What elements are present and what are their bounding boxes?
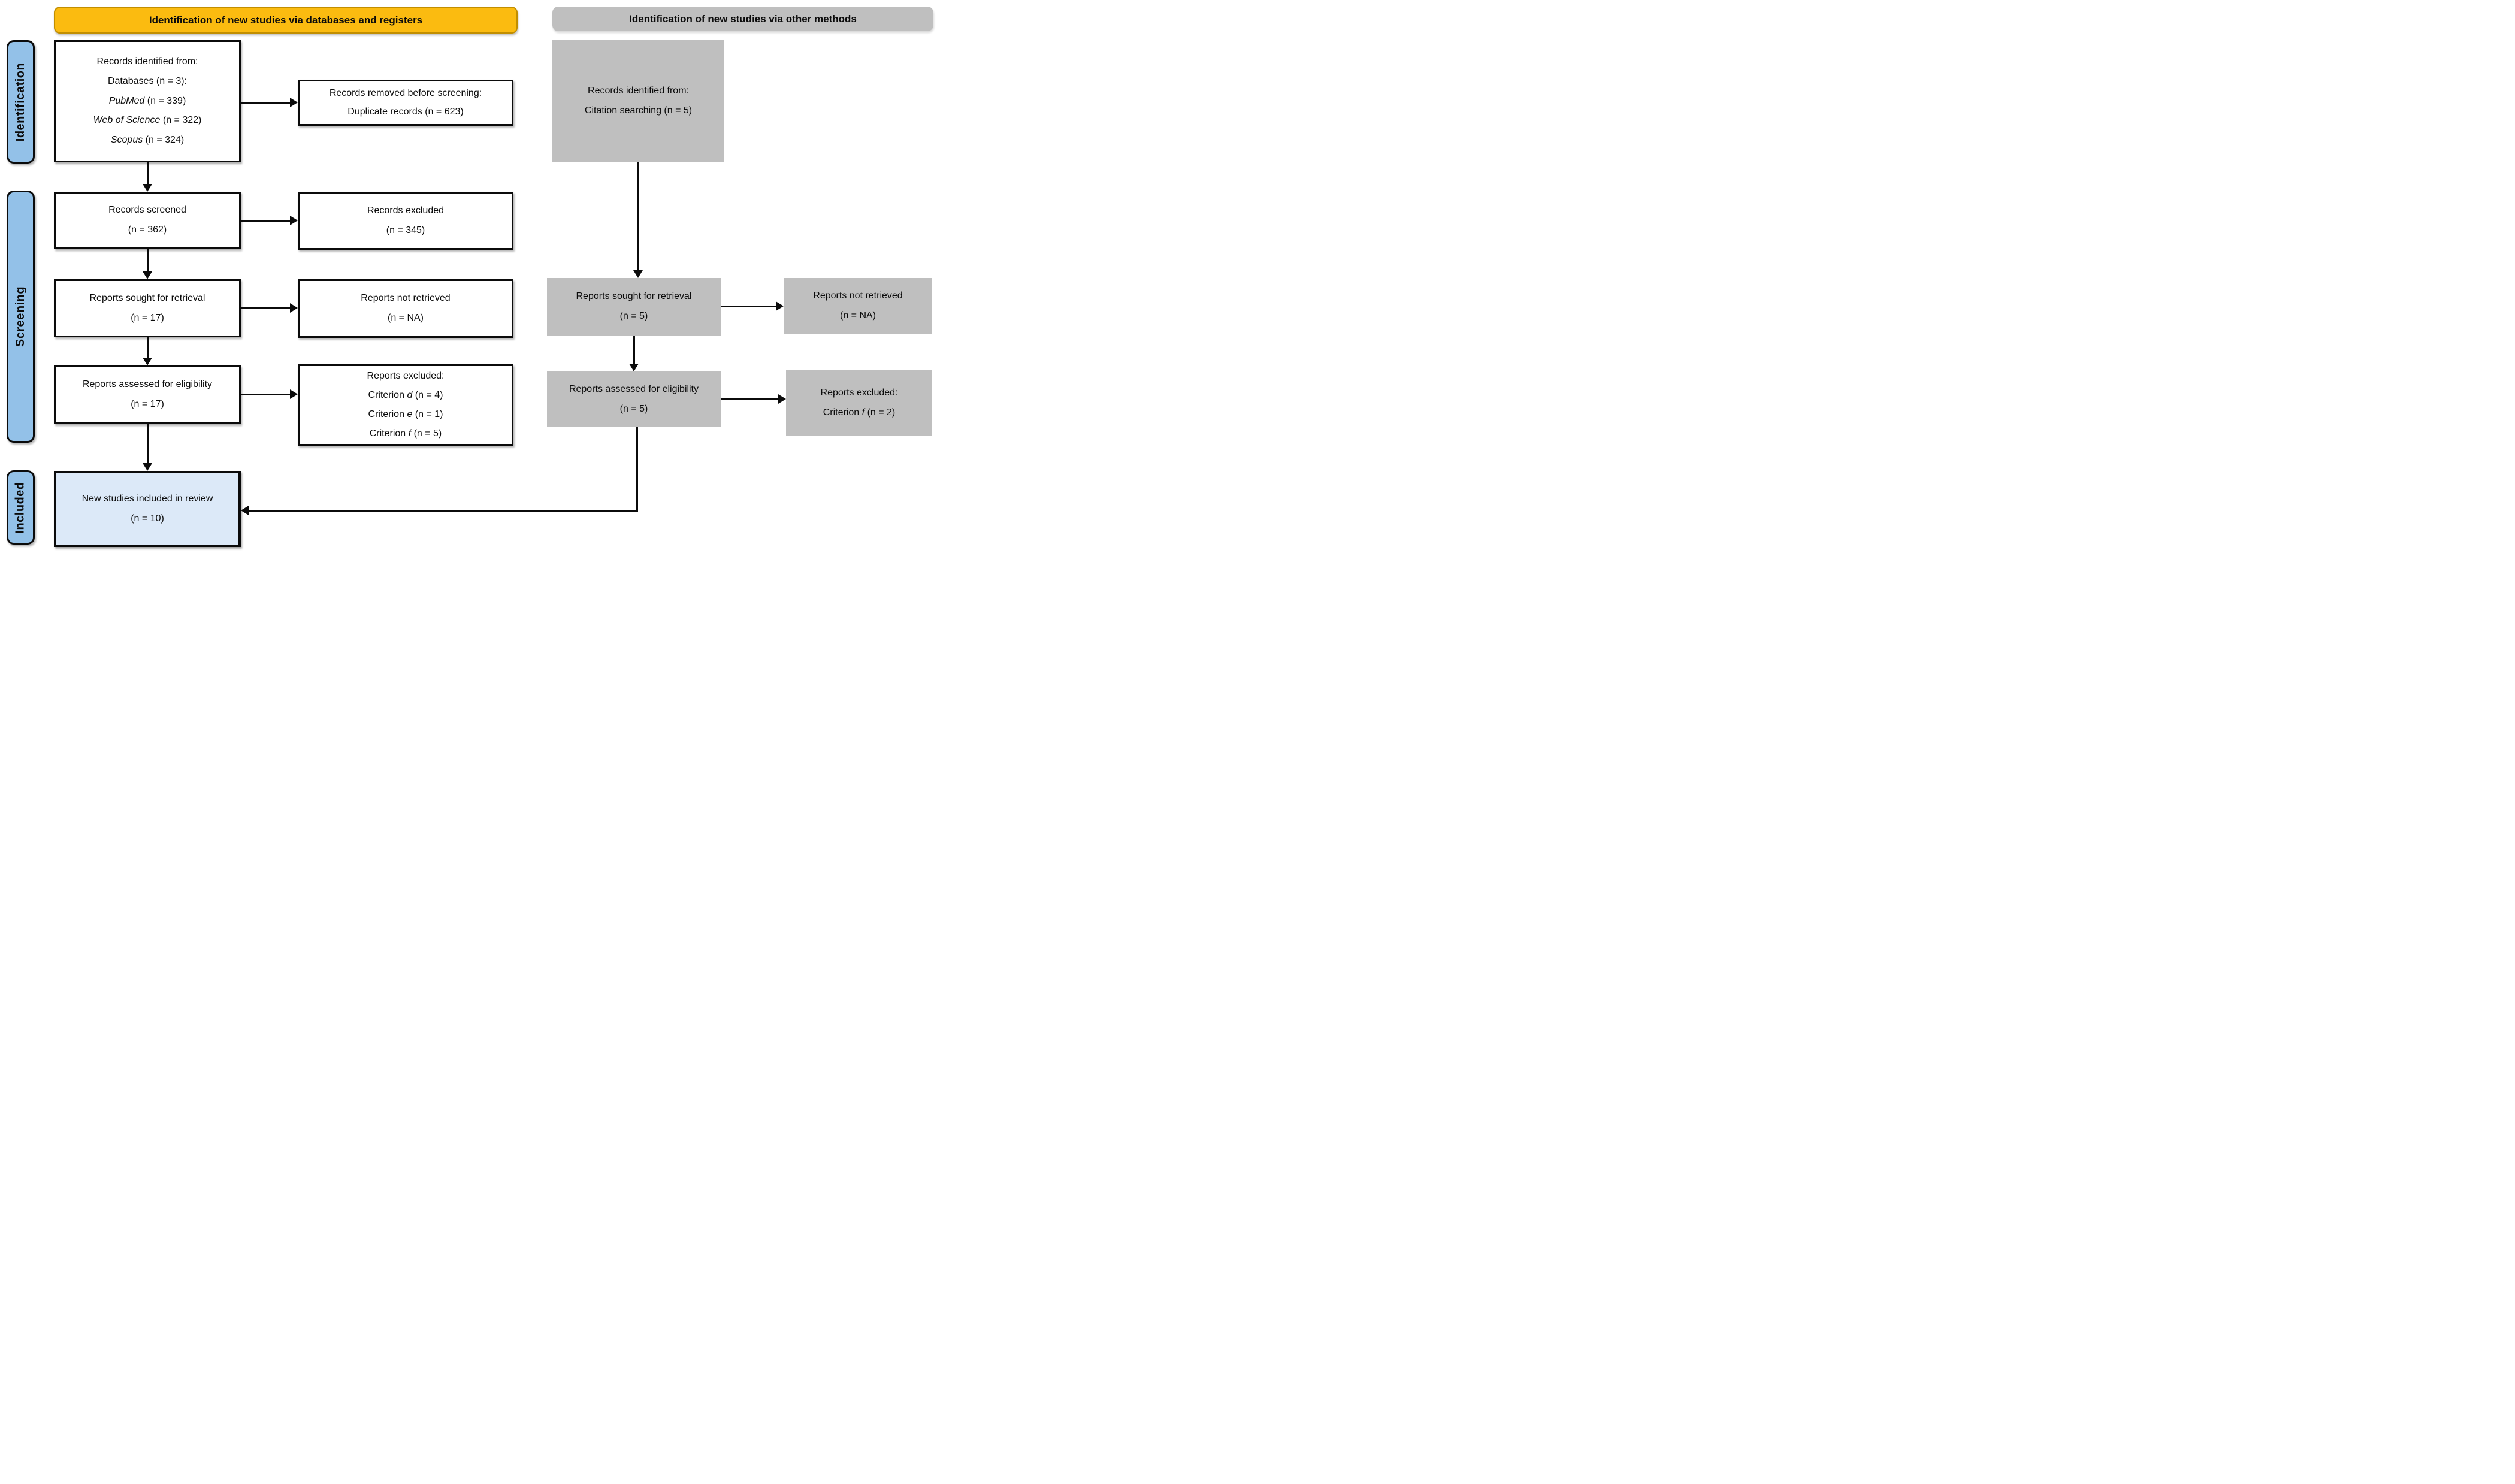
box-reports-sought-other: Reports sought for retrieval (n = 5) [547,278,721,336]
arrow-sought-other-to-not-retrieved-line [721,306,776,307]
arrow-screened-to-sought-line [147,249,149,271]
box-text-line: Reports not retrieved [361,293,451,304]
arrow-assessed-to-excluded-line [241,394,290,395]
box-text-line: Criterion f (n = 2) [823,407,896,418]
stage-pill-screening: Screening [7,191,35,443]
arrow-citation-to-sought-head [633,270,643,278]
box-records-excluded: Records excluded (n = 345) [298,192,513,250]
arrow-screened-to-excluded-line [241,220,290,222]
arrow-assessed-other-to-included-hline [249,510,638,512]
box-text-line: Criterion e (n = 1) [368,409,443,419]
box-text-line: Reports assessed for eligibility [82,379,213,390]
box-text-line: (n = 5) [619,403,648,414]
box-reports-sought-databases: Reports sought for retrieval (n = 17) [54,279,241,337]
arrow-sought-other-to-not-retrieved-head [776,301,784,311]
box-records-removed-before-screening: Records removed before screening: Duplic… [298,80,513,126]
box-text-line: Reports excluded: [367,371,445,381]
box-text-line: (n = 5) [619,311,648,321]
box-reports-excluded-databases: Reports excluded: Criterion d (n = 4) Cr… [298,364,513,446]
arrow-sought-to-assessed-head [143,358,152,365]
arrow-sought-other-to-assessed-line [633,336,635,364]
arrow-assessed-other-to-excluded-line [721,398,778,400]
box-text-line: Reports assessed for eligibility [569,383,699,394]
box-text-line: Reports excluded: [820,388,898,398]
arrow-assessed-other-to-included-vline [636,427,638,512]
arrow-sought-other-to-assessed-head [629,364,639,371]
stage-label-identification: Identification [14,62,28,141]
arrow-sought-to-not-retrieved-line [241,307,290,309]
box-text-line: Web of Science (n = 322) [93,115,202,126]
box-text-line: (n = 17) [131,399,164,409]
arrow-sought-to-assessed-line [147,337,149,358]
arrow-identified-to-removed-head [290,98,298,107]
box-text-line: Duplicate records (n = 623) [347,106,464,117]
arrow-assessed-to-included-head [143,463,152,471]
arrow-assessed-to-excluded-head [290,389,298,399]
box-text-line: (n = NA) [387,313,424,323]
box-text-line: (n = NA) [839,310,876,321]
arrow-assessed-to-included-line [147,424,149,463]
header-databases-registers: Identification of new studies via databa… [54,7,518,34]
box-text-line: Reports sought for retrieval [89,292,205,303]
stage-label-included: Included [14,481,28,534]
box-text-line: Scopus (n = 324) [110,135,185,146]
box-records-identified-databases: Records identified from: Databases (n = … [54,40,241,162]
arrow-assessed-other-to-excluded-head [778,394,786,404]
box-text-line: Records identified from: [588,86,689,96]
box-reports-excluded-other: Reports excluded: Criterion f (n = 2) [786,370,932,436]
box-text-line: (n = 345) [386,225,425,235]
arrow-identified-to-screened-line [147,162,149,184]
box-reports-not-retrieved-other: Reports not retrieved (n = NA) [784,278,932,334]
box-text-line: Databases (n = 3): [107,75,188,86]
box-text-line: Records removed before screening: [329,88,482,99]
stage-label-screening: Screening [14,286,28,347]
arrow-citation-to-sought-line [637,162,639,270]
box-text-line: Citation searching (n = 5) [584,105,693,116]
box-text-line: Reports not retrieved [813,291,903,301]
box-text-line: (n = 17) [131,312,164,323]
box-new-studies-included: New studies included in review (n = 10) [54,471,241,547]
box-text-line: Criterion f (n = 5) [369,428,442,439]
box-text-line: New studies included in review [81,493,213,504]
box-records-identified-citation: Records identified from: Citation search… [552,40,724,162]
box-text-line: Records identified from: [96,56,198,67]
box-records-screened: Records screened (n = 362) [54,192,241,249]
box-text-line: Criterion d (n = 4) [368,390,443,400]
box-text-line: Reports sought for retrieval [576,291,692,302]
box-reports-assessed-databases: Reports assessed for eligibility (n = 17… [54,365,241,424]
arrow-assessed-other-to-included-head [241,506,249,515]
stage-pill-identification: Identification [7,40,35,164]
arrow-screened-to-sought-head [143,271,152,279]
arrow-identified-to-screened-head [143,184,152,192]
box-text-line: (n = 362) [128,225,167,235]
box-text-line: Records screened [108,205,186,216]
arrow-identified-to-removed-line [241,102,290,104]
box-text-line: (n = 10) [131,513,164,524]
arrow-sought-to-not-retrieved-head [290,303,298,313]
header-other-methods: Identification of new studies via other … [552,7,933,31]
box-reports-not-retrieved-databases: Reports not retrieved (n = NA) [298,279,513,338]
box-text-line: Records excluded [367,205,445,216]
stage-pill-included: Included [7,470,35,545]
prisma-flow-diagram: Identification of new studies via databa… [0,0,939,554]
box-text-line: PubMed (n = 339) [108,95,186,106]
arrow-screened-to-excluded-head [290,216,298,225]
box-reports-assessed-other: Reports assessed for eligibility (n = 5) [547,371,721,427]
